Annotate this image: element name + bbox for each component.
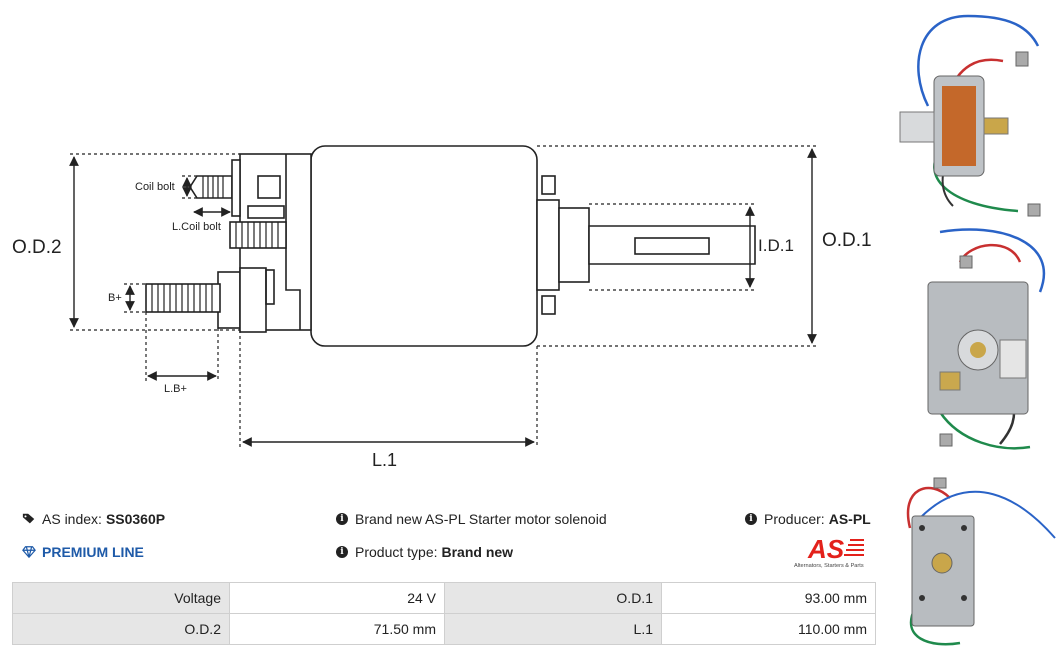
product-type-value: Brand new — [441, 544, 514, 560]
producer-value: AS-PL — [828, 511, 871, 527]
logo-tagline: Alternators, Starters & Parts — [794, 563, 864, 569]
l-b-plus-label: L.B+ — [164, 383, 187, 395]
spec-key: O.D.1 — [444, 582, 662, 614]
producer-label: Producer: — [764, 511, 825, 527]
premium-line-label: PREMIUM LINE — [42, 544, 144, 560]
l1-label: L.1 — [372, 450, 397, 470]
b-plus-label: B+ — [108, 292, 122, 304]
od2-label: O.D.2 — [12, 237, 62, 258]
spec-key: Voltage — [12, 582, 230, 614]
description: i Brand new AS-PL Starter motor solenoid — [336, 511, 607, 527]
logo-text: AS — [807, 534, 845, 564]
od1-label: O.D.1 — [822, 230, 872, 251]
spec-value: 110.00 mm — [661, 613, 876, 645]
l-coil-bolt-label: L.Coil bolt — [172, 221, 221, 233]
as-index: AS index: SS0360P — [22, 511, 165, 527]
as-pl-logo: AS Alternators, Starters & Parts — [794, 534, 864, 569]
info-icon: i — [745, 513, 757, 525]
coil-bolt-label: Coil bolt — [135, 181, 175, 193]
description-text: Brand new AS-PL Starter motor solenoid — [355, 511, 607, 527]
spec-value: 93.00 mm — [661, 582, 876, 614]
specs-table: Voltage 24 V O.D.1 93.00 mm O.D.2 71.50 … — [12, 582, 876, 645]
spec-key: O.D.2 — [12, 613, 230, 645]
spec-key: L.1 — [444, 613, 662, 645]
product-photo-front — [927, 228, 1046, 450]
diamond-icon — [22, 546, 36, 559]
product-type: i Product type: Brand new — [336, 544, 513, 560]
product-type-label: Product type: — [355, 544, 438, 560]
table-row: O.D.2 71.50 mm L.1 110.00 mm — [12, 613, 876, 645]
id1-label: I.D.1 — [758, 236, 794, 255]
tags-icon — [22, 513, 35, 524]
solenoid-body — [310, 145, 538, 347]
table-row: Voltage 24 V O.D.1 93.00 mm — [12, 582, 876, 614]
as-index-value: SS0360P — [105, 511, 166, 527]
spec-value: 24 V — [229, 582, 445, 614]
as-index-label: AS index: — [42, 511, 102, 527]
product-photo-rear — [906, 477, 1056, 646]
info-icon: i — [336, 513, 348, 525]
spec-value: 71.50 mm — [229, 613, 445, 645]
premium-line[interactable]: PREMIUM LINE — [22, 544, 144, 560]
solenoid-technical-drawing: O.D.2 O.D.1 I.D.1 L.1 Coil bolt L.Coil b… — [12, 145, 872, 470]
producer: i Producer: AS-PL — [745, 511, 871, 527]
info-icon: i — [336, 546, 348, 558]
product-photo-side — [899, 14, 1041, 217]
